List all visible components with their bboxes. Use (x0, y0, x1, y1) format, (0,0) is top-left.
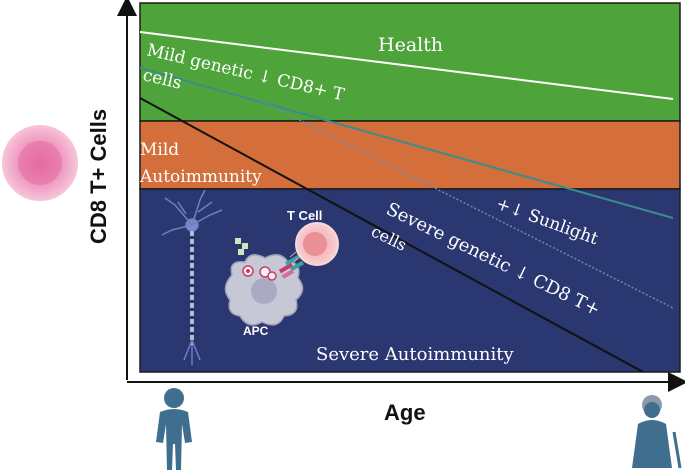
elderly-person-icon (632, 395, 682, 469)
t-cell-label: T Cell (287, 208, 322, 223)
young-person-icon (156, 388, 192, 470)
mild-autoimmunity-label-line2: Autoimmunity (139, 167, 262, 187)
neuron-icon (161, 189, 223, 365)
cd8-cell-icon (2, 125, 78, 201)
y-axis-title: CD8 T+ Cells (86, 109, 111, 244)
severe-genetic-line (140, 97, 644, 372)
health-zone (139, 2, 681, 122)
apc-icon (224, 254, 304, 326)
apc-label: APC (243, 324, 269, 338)
sunlight-dotted-line (259, 99, 674, 309)
mild-autoimmunity-zone (139, 120, 681, 190)
mild-autoimmunity-label-line1: Mild (140, 140, 179, 160)
antigen-icon (235, 238, 248, 255)
severe-autoimmunity-label: Severe Autoimmunity (316, 344, 515, 365)
health-zone-label: Health (378, 34, 443, 56)
receptor-complex-icon (278, 254, 305, 279)
health-trend-line (140, 31, 674, 100)
x-axis-title: Age (384, 400, 426, 425)
mild-genetic-line (140, 67, 674, 219)
t-cell-icon (289, 222, 339, 266)
